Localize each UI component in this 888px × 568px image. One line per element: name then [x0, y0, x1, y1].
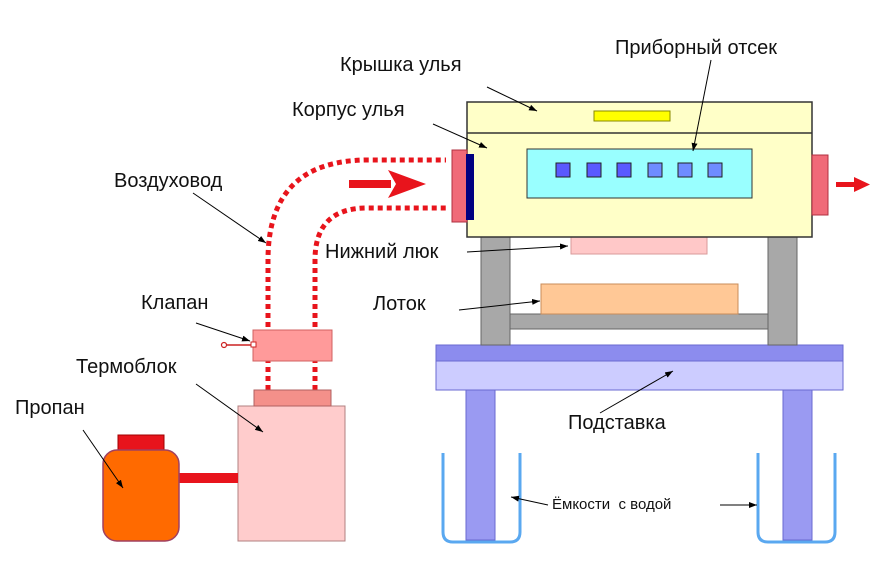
leader-hive-body [432, 123, 488, 149]
inlet-damper [466, 154, 474, 220]
stand-leg-left [465, 387, 496, 541]
leader-lines [82, 59, 757, 508]
leader-bottom-hatch [466, 243, 569, 253]
air-duct-inner [312, 205, 446, 390]
label-air-duct: Воздуховод [114, 170, 223, 192]
propane-body [102, 449, 180, 542]
indicator-1 [555, 162, 571, 178]
tray [540, 283, 739, 315]
indicator-3 [616, 162, 632, 178]
indicator-2 [586, 162, 602, 178]
leader-hive-lid [486, 86, 538, 112]
stand-top [435, 344, 844, 362]
air-duct-outer [265, 157, 446, 390]
inlet-port [451, 149, 468, 223]
water-cup-right [756, 453, 837, 544]
red-arrow-right-icon [836, 177, 870, 192]
leader-water-left [510, 495, 549, 506]
label-valve: Клапан [141, 292, 209, 314]
leader-instrument-bay [691, 59, 712, 152]
air-duct [265, 157, 446, 390]
hive-leg-left [480, 231, 511, 346]
lid-slot [593, 110, 671, 122]
tray-crossbar [509, 313, 769, 330]
indicator-4 [647, 162, 663, 178]
thermoblock [237, 389, 346, 542]
hive [451, 101, 829, 238]
label-thermoblock: Термоблок [76, 356, 177, 378]
stand-leg-right [782, 387, 813, 541]
label-propane: Пропан [15, 397, 85, 419]
label-hive-lid: Крышка улья [340, 54, 462, 76]
label-tray: Лоток [373, 293, 426, 315]
propane-tank [102, 434, 238, 542]
stand [435, 344, 844, 541]
propane-pipe [178, 473, 238, 483]
label-instrument-bay: Приборный отсек [615, 37, 778, 59]
valve [220, 329, 333, 362]
instrument-indicators [555, 162, 723, 178]
leader-air-duct [192, 192, 267, 244]
leader-thermoblock [195, 383, 264, 433]
thermoblock-cap [253, 389, 332, 407]
label-hive-body: Корпус улья [292, 99, 405, 121]
label-water-containers: Ёмкости с водой [552, 496, 672, 513]
indicator-5 [677, 162, 693, 178]
valve-handle [220, 341, 228, 349]
valve-fitting [250, 341, 257, 348]
leader-tray [458, 298, 541, 311]
red-arrow-right-icon [349, 170, 426, 198]
bottom-hatch [570, 236, 708, 255]
water-cup-left [441, 453, 522, 544]
label-bottom-hatch: Нижний люк [325, 241, 439, 263]
hive-leg-right [767, 231, 798, 346]
leader-stand [599, 370, 674, 414]
propane-cap [117, 434, 165, 452]
label-stand: Подставка [568, 412, 666, 434]
valve-body [252, 329, 333, 362]
water-containers [441, 453, 837, 544]
leader-valve [195, 322, 251, 342]
leader-propane [82, 429, 124, 489]
thermoblock-body [237, 405, 346, 542]
stand-board [435, 360, 844, 391]
outlet-port [811, 154, 829, 216]
indicator-6 [707, 162, 723, 178]
